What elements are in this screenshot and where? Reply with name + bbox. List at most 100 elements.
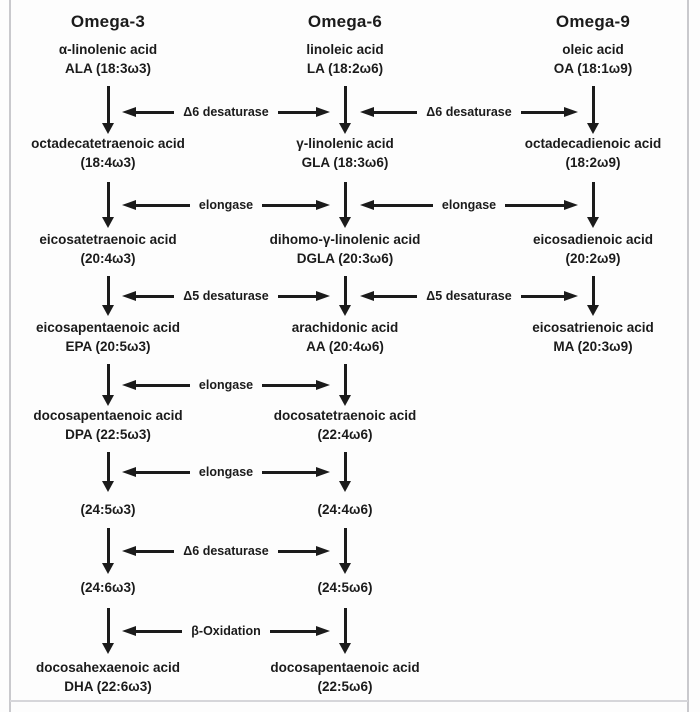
- node-abbr: (24:6ω3): [80, 580, 136, 595]
- enzyme-label: Δ6 desaturase: [426, 105, 512, 119]
- arrow-down-icon: [339, 182, 351, 228]
- enzyme-label: Δ6 desaturase: [183, 105, 269, 119]
- node-o6-aa: arachidonic acid AA (20:4ω6): [235, 318, 455, 356]
- node-name: γ-linolenic acid: [296, 136, 394, 151]
- node-abbr: (24:5ω3): [80, 502, 136, 517]
- node-o6-22-4w6: docosatetraenoic acid (22:4ω6): [235, 406, 455, 444]
- arrow-left-icon: [122, 467, 190, 477]
- node-abbr: (18:4ω3): [80, 155, 136, 170]
- enzyme-arrow-group: elongase: [122, 377, 330, 393]
- arrow-right-icon: [277, 291, 331, 301]
- node-abbr: LA (18:2ω6): [306, 61, 384, 76]
- enzyme-arrow-group: Δ6 desaturase: [122, 543, 331, 559]
- column-header-omega-9: Omega-9: [555, 12, 631, 31]
- node-abbr: (18:2ω9): [565, 155, 621, 170]
- column-header-omega-6: Omega-6: [307, 12, 383, 31]
- node-abbr: MA (20:3ω9): [553, 339, 633, 354]
- enzyme-arrow-group: elongase: [360, 197, 578, 213]
- arrow-down-icon: [587, 182, 599, 228]
- arrow-left-icon: [360, 107, 418, 117]
- node-name: octadecatetraenoic acid: [31, 136, 185, 151]
- arrow-down-icon: [339, 86, 351, 134]
- arrow-down-icon: [339, 452, 351, 492]
- frame-left-line: [9, 0, 11, 712]
- node-abbr: (20:2ω9): [565, 251, 621, 266]
- node-o3-epa: eicosapentaenoic acid EPA (20:5ω3): [8, 318, 208, 356]
- enzyme-label: elongase: [441, 198, 497, 212]
- node-o6-24-5w6: (24:5ω6): [235, 578, 455, 597]
- enzyme-label: Δ6 desaturase: [183, 544, 269, 558]
- arrow-right-icon: [277, 546, 331, 556]
- node-name: arachidonic acid: [291, 320, 399, 335]
- node-name: docosahexaenoic acid: [35, 660, 181, 675]
- node-o9-ma: eicosatrienoic acid MA (20:3ω9): [493, 318, 693, 356]
- arrow-down-icon: [102, 452, 114, 492]
- arrow-left-icon: [122, 291, 175, 301]
- node-abbr: GLA (18:3ω6): [301, 155, 389, 170]
- node-o9-18-2w9: octadecadienoic acid (18:2ω9): [493, 134, 693, 172]
- node-name: eicosatetraenoic acid: [39, 232, 177, 247]
- node-o9-20-2w9: eicosadienoic acid (20:2ω9): [493, 230, 693, 268]
- node-name: docosapentaenoic acid: [33, 408, 183, 423]
- arrow-down-icon: [339, 528, 351, 574]
- arrow-right-icon: [520, 291, 579, 301]
- arrow-down-icon: [102, 608, 114, 654]
- arrow-down-icon: [587, 276, 599, 316]
- node-o3-24-6w3: (24:6ω3): [8, 578, 208, 597]
- node-o3-24-5w3: (24:5ω3): [8, 500, 208, 519]
- arrow-down-icon: [102, 182, 114, 228]
- node-o6-dgla: dihomo-γ-linolenic acid DGLA (20:3ω6): [235, 230, 455, 268]
- arrow-right-icon: [262, 380, 330, 390]
- node-abbr: EPA (20:5ω3): [65, 339, 151, 354]
- node-abbr: (22:5ω6): [317, 679, 373, 694]
- enzyme-label: elongase: [198, 378, 254, 392]
- arrow-left-icon: [122, 107, 175, 117]
- node-abbr: DPA (22:5ω3): [65, 427, 151, 442]
- enzyme-label: elongase: [198, 465, 254, 479]
- node-o3-ala: α-linolenic acid ALA (18:3ω3): [8, 40, 208, 78]
- node-o6-24-4w6: (24:4ω6): [235, 500, 455, 519]
- arrow-left-icon: [122, 546, 175, 556]
- arrow-left-icon: [122, 626, 183, 636]
- node-abbr: ALA (18:3ω3): [65, 61, 151, 76]
- enzyme-arrow-group: elongase: [122, 464, 330, 480]
- node-abbr: (20:4ω3): [80, 251, 136, 266]
- node-name: α-linolenic acid: [58, 42, 158, 57]
- arrow-right-icon: [277, 107, 331, 117]
- enzyme-label: Δ5 desaturase: [426, 289, 512, 303]
- node-o3-18-4w3: octadecatetraenoic acid (18:4ω3): [8, 134, 208, 172]
- arrow-down-icon: [339, 608, 351, 654]
- node-o6-gla: γ-linolenic acid GLA (18:3ω6): [235, 134, 455, 172]
- frame-right-line: [687, 0, 689, 712]
- arrow-down-icon: [587, 86, 599, 134]
- arrow-down-icon: [102, 528, 114, 574]
- arrow-left-icon: [122, 200, 190, 210]
- node-abbr: OA (18:1ω9): [553, 61, 633, 76]
- node-o6-22-5w6: docosapentaenoic acid (22:5ω6): [235, 658, 455, 696]
- enzyme-label: β-Oxidation: [191, 624, 261, 638]
- arrow-down-icon: [339, 276, 351, 316]
- node-o3-dpa: docosapentaenoic acid DPA (22:5ω3): [8, 406, 208, 444]
- enzyme-label: Δ5 desaturase: [183, 289, 269, 303]
- node-name: eicosatrienoic acid: [532, 320, 654, 335]
- node-o3-dha: docosahexaenoic acid DHA (22:6ω3): [8, 658, 208, 696]
- enzyme-arrow-group: elongase: [122, 197, 330, 213]
- node-name: linoleic acid: [306, 42, 384, 57]
- node-name: docosapentaenoic acid: [270, 660, 420, 675]
- arrow-left-icon: [360, 291, 418, 301]
- node-abbr: (24:4ω6): [317, 502, 373, 517]
- enzyme-arrow-group: β-Oxidation: [122, 623, 330, 639]
- node-name: dihomo-γ-linolenic acid: [269, 232, 421, 247]
- node-name: oleic acid: [562, 42, 624, 57]
- node-name: docosatetraenoic acid: [273, 408, 417, 423]
- node-abbr: DGLA (20:3ω6): [296, 251, 394, 266]
- arrow-down-icon: [102, 364, 114, 406]
- arrow-down-icon: [102, 276, 114, 316]
- arrow-left-icon: [122, 380, 190, 390]
- arrow-left-icon: [360, 200, 433, 210]
- node-name: eicosapentaenoic acid: [35, 320, 181, 335]
- node-abbr: AA (20:4ω6): [306, 339, 384, 354]
- column-header-omega-3: Omega-3: [70, 12, 146, 31]
- node-abbr: (24:5ω6): [317, 580, 373, 595]
